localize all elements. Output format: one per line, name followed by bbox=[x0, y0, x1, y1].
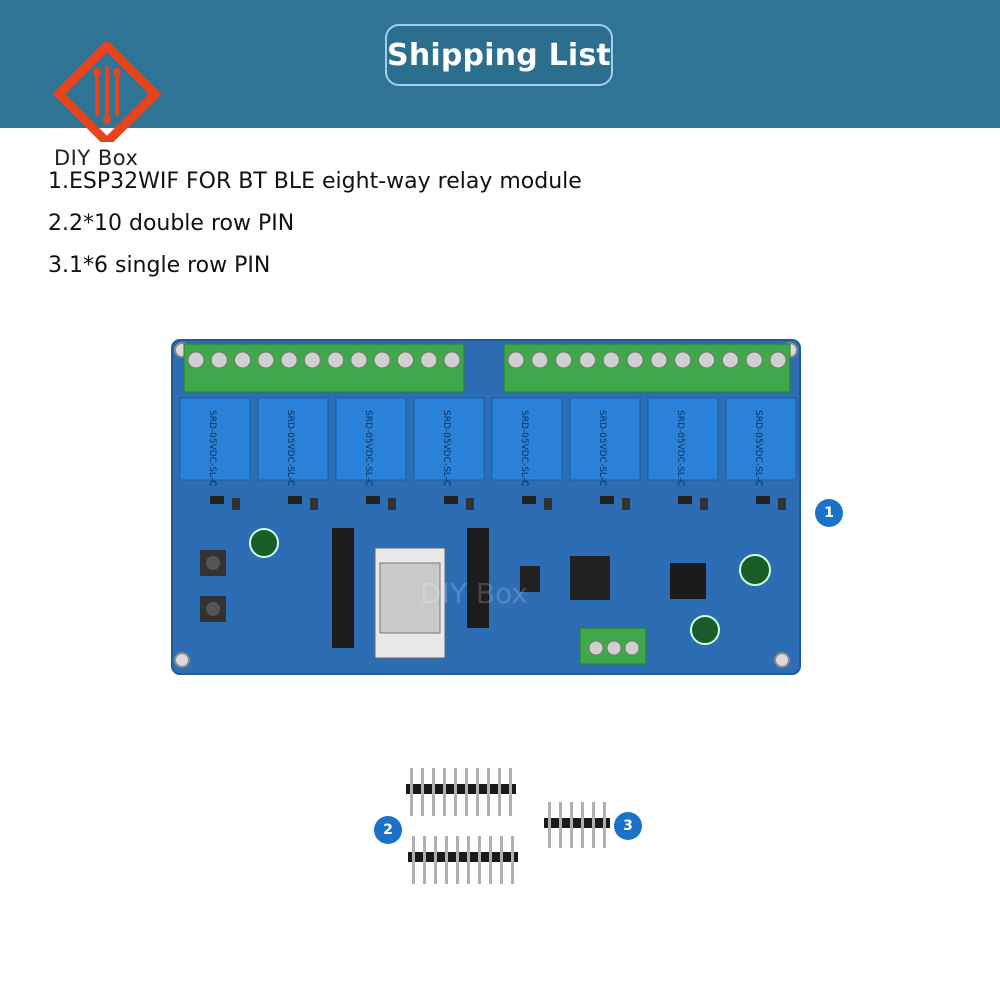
svg-text:SRD-05VDC-SL-C: SRD-05VDC-SL-C bbox=[519, 410, 529, 486]
page-title: Shipping List bbox=[385, 24, 613, 86]
relay-board-image: SRD-05VDC-SL-C SRD-05VDC-SL-C SRD-05VDC-SL… bbox=[171, 339, 801, 675]
svg-text:SRD-05VDC-SL-C: SRD-05VDC-SL-C bbox=[441, 410, 451, 486]
badge-1: 1 bbox=[815, 499, 843, 527]
brand-name: DIY Box bbox=[54, 146, 139, 170]
svg-text:SRD-05VDC-SL-C: SRD-05VDC-SL-C bbox=[363, 410, 373, 486]
list-item: 2.2*10 double row PIN bbox=[48, 211, 295, 236]
badge-3: 3 bbox=[614, 812, 642, 840]
board-watermark: DIY Box bbox=[420, 577, 528, 610]
svg-text:SRD-05VDC-SL-C: SRD-05VDC-SL-C bbox=[207, 410, 217, 486]
svg-text:SRD-05VDC-SL-C: SRD-05VDC-SL-C bbox=[675, 410, 685, 486]
list-item: 1.ESP32WIF FOR BT BLE eight-way relay mo… bbox=[48, 169, 582, 194]
list-item: 3.1*6 single row PIN bbox=[48, 253, 271, 278]
pin-headers-image bbox=[406, 768, 610, 884]
shipping-list: 1.ESP32WIF FOR BT BLE eight-way relay mo… bbox=[48, 168, 582, 294]
svg-text:SRD-05VDC-SL-C: SRD-05VDC-SL-C bbox=[753, 410, 763, 486]
diy-box-logo-icon bbox=[52, 42, 162, 142]
svg-text:SRD-05VDC-SL-C: SRD-05VDC-SL-C bbox=[285, 410, 295, 486]
badge-2: 2 bbox=[374, 816, 402, 844]
header-band: Shipping List bbox=[0, 0, 1000, 128]
svg-text:SRD-05VDC-SL-C: SRD-05VDC-SL-C bbox=[597, 410, 607, 486]
